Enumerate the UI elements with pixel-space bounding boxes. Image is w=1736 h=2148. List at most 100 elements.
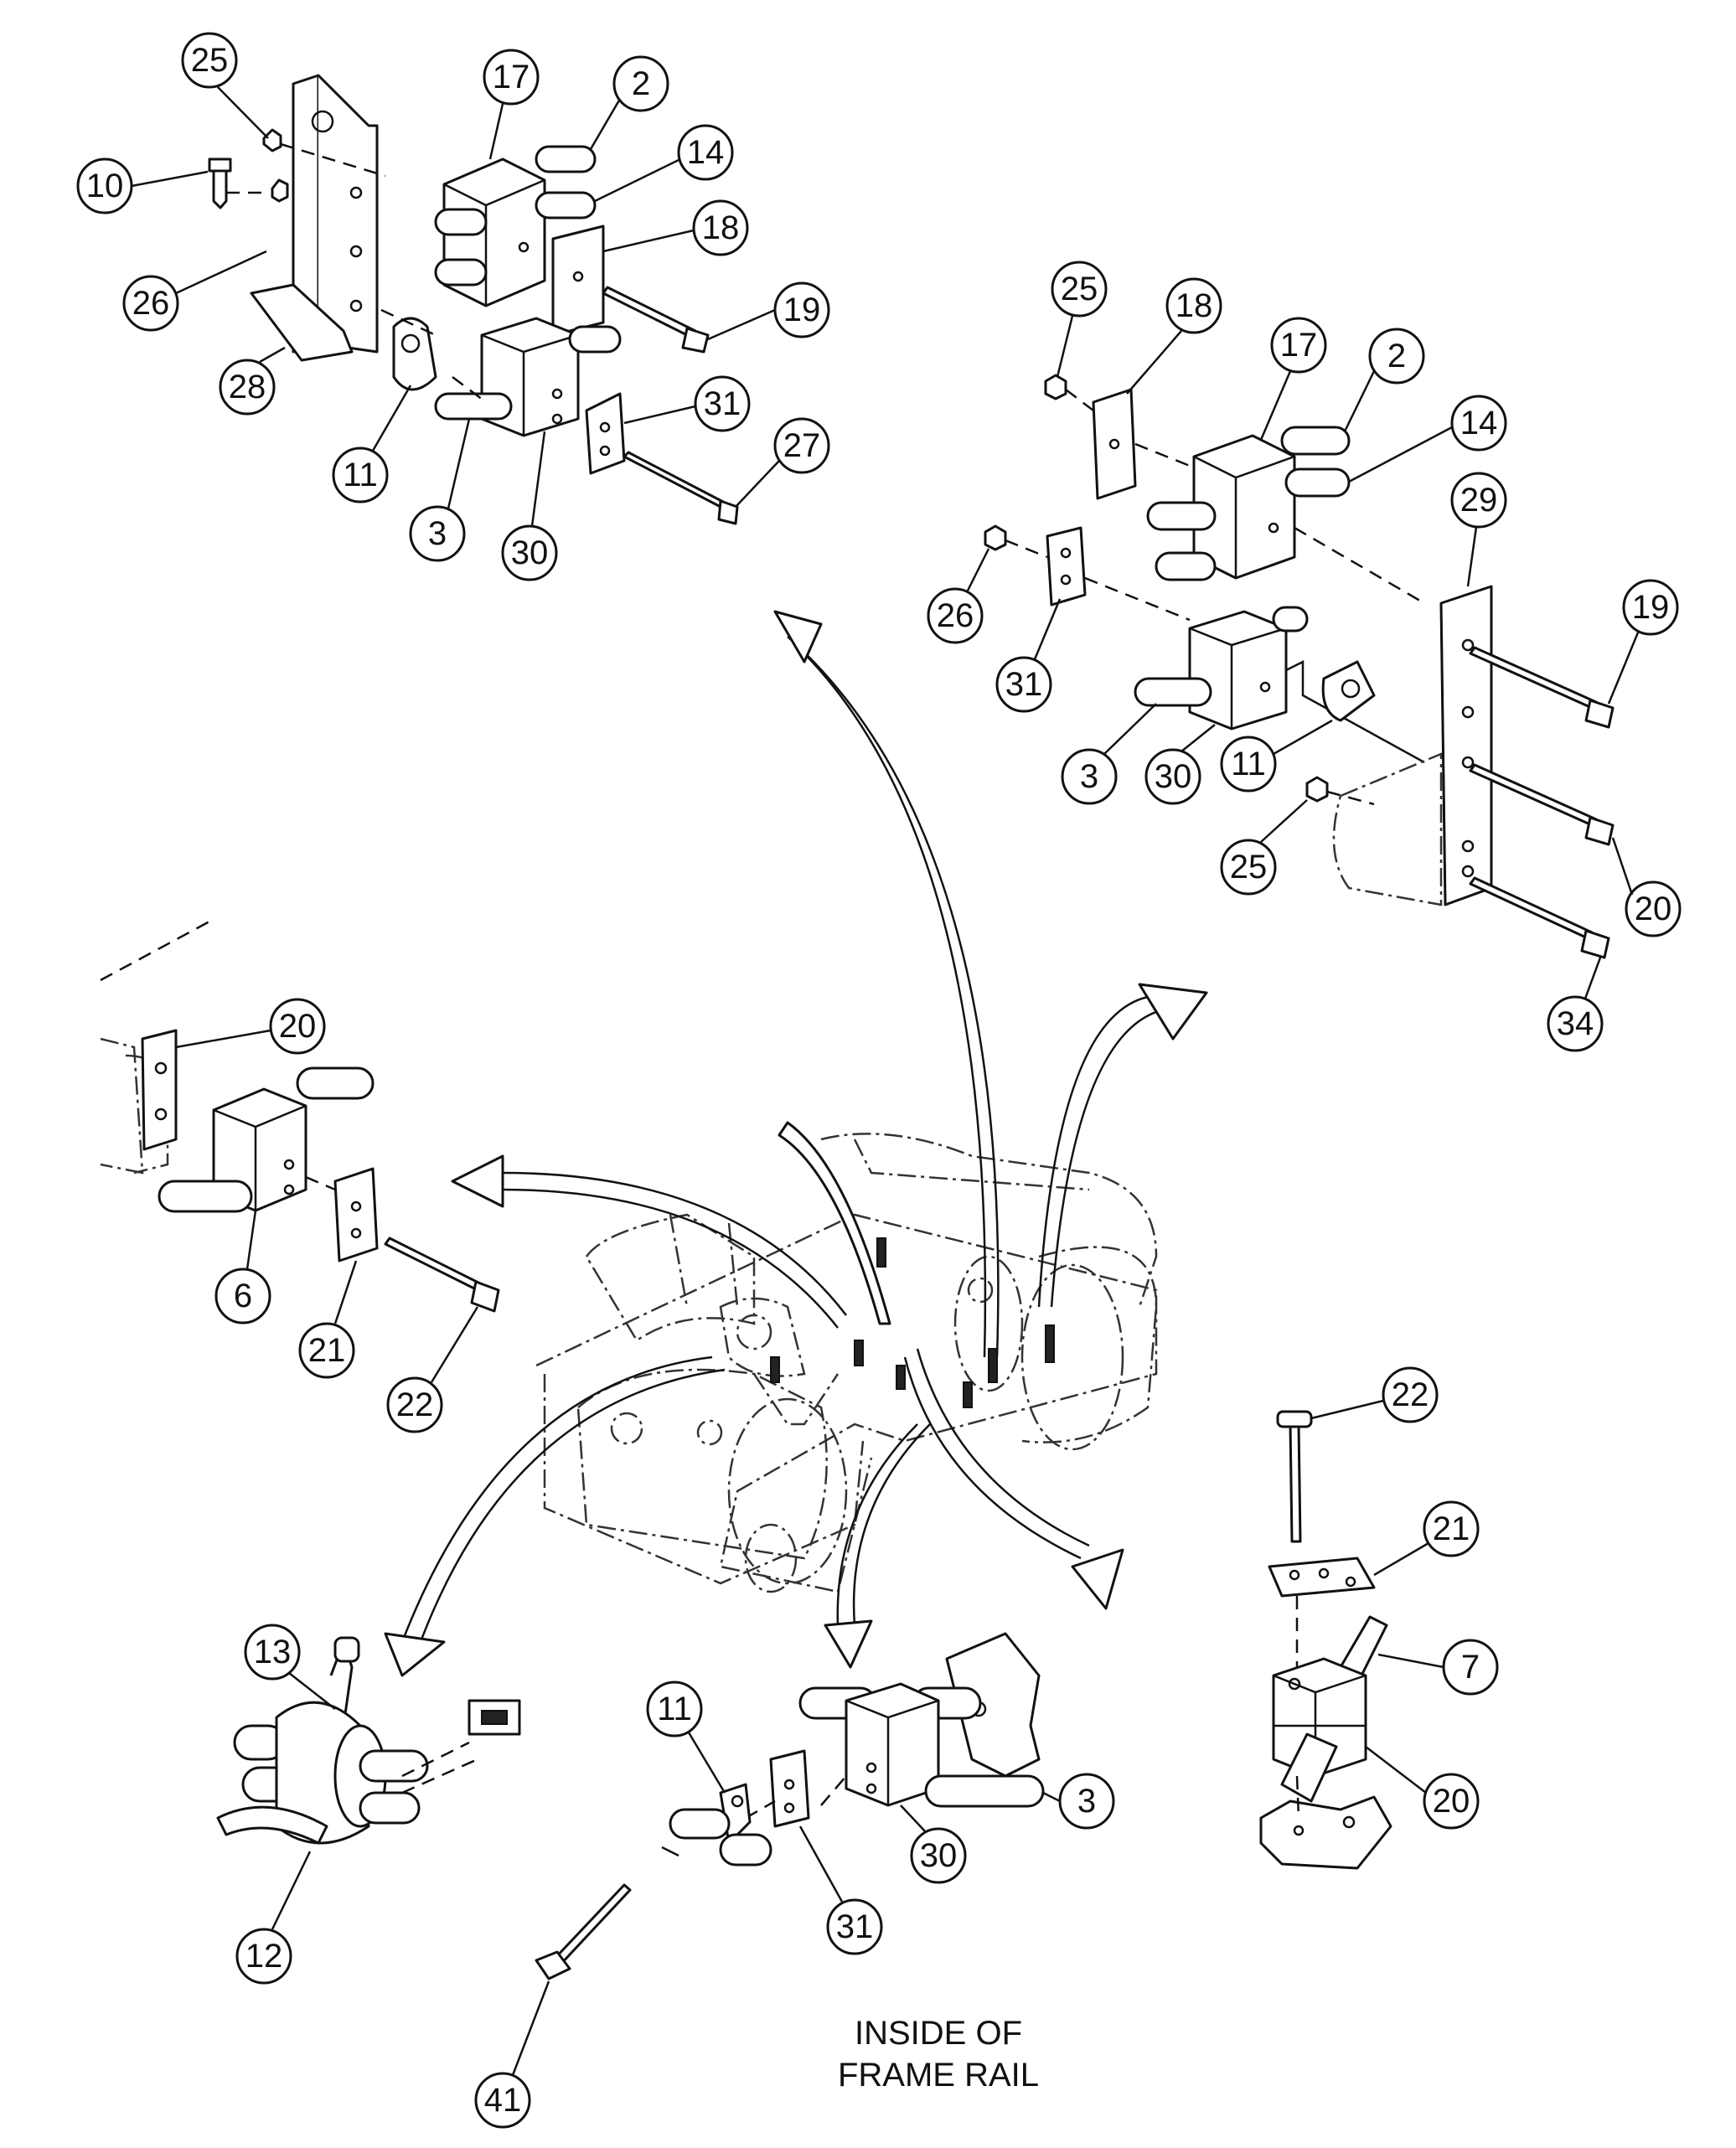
callout-21-ml: 21 — [298, 1322, 355, 1379]
plate-31 — [585, 392, 626, 475]
plate-31-r — [1046, 526, 1087, 607]
callout-14: 14 — [677, 124, 734, 181]
svg-text:27: 27 — [783, 427, 821, 464]
plate-20 — [141, 1029, 178, 1151]
svg-text:21: 21 — [1433, 1510, 1470, 1547]
clamp-11-r — [1321, 660, 1376, 722]
caption-line-2: FRAME RAIL — [838, 2057, 1039, 2094]
bolt-22-b — [1289, 1423, 1302, 1543]
svg-text:25: 25 — [1061, 271, 1098, 307]
callout-30-tr: 30 — [1144, 748, 1201, 805]
svg-text:34: 34 — [1557, 1005, 1594, 1042]
callouts-bottom-middle: 13 11 3 30 31 12 41 — [235, 1624, 1115, 2129]
svg-text:30: 30 — [1155, 758, 1192, 795]
svg-text:31: 31 — [1005, 666, 1043, 703]
callout-19-tr: 19 — [1622, 579, 1679, 636]
strap-29 — [1439, 585, 1493, 906]
svg-text:18: 18 — [1175, 287, 1213, 324]
svg-text:20: 20 — [1635, 891, 1672, 927]
callout-13: 13 — [244, 1624, 301, 1681]
callout-31-bm: 31 — [826, 1898, 883, 1955]
arrow-to-top-left — [778, 1121, 891, 1325]
svg-text:7: 7 — [1461, 1649, 1480, 1686]
bolt-27 — [623, 451, 726, 509]
bottom-middle-assembly — [535, 1632, 1045, 1980]
svg-text:11: 11 — [657, 1691, 692, 1727]
svg-text:3: 3 — [1077, 1783, 1096, 1820]
callout-2-tr: 2 — [1368, 328, 1425, 385]
top-right-assembly — [984, 374, 1615, 959]
callout-11-bm: 11 — [646, 1681, 703, 1738]
callouts-middle-left: 20 6 21 22 — [175, 998, 479, 1433]
svg-text:2: 2 — [632, 65, 650, 102]
svg-text:31: 31 — [836, 1908, 874, 1945]
svg-text:14: 14 — [687, 134, 725, 171]
callout-31: 31 — [694, 375, 751, 432]
clamp-11 — [392, 317, 437, 391]
callout-10: 10 — [76, 157, 133, 214]
callout-30-bm: 30 — [910, 1827, 967, 1884]
callout-17: 17 — [483, 49, 540, 106]
callout-20-ml: 20 — [269, 998, 326, 1055]
callout-14-tr: 14 — [1450, 395, 1507, 452]
svg-text:19: 19 — [783, 292, 821, 328]
callout-26-tr: 26 — [927, 587, 984, 644]
direction-arrows — [384, 610, 1208, 1677]
svg-text:29: 29 — [1460, 482, 1498, 519]
callout-6: 6 — [214, 1268, 271, 1324]
svg-text:19: 19 — [1632, 589, 1670, 626]
callout-25-tr-b: 25 — [1220, 839, 1277, 896]
callout-29: 29 — [1450, 472, 1507, 529]
svg-text:20: 20 — [279, 1008, 317, 1045]
svg-text:30: 30 — [920, 1837, 958, 1874]
svg-text:25: 25 — [191, 42, 229, 79]
svg-text:3: 3 — [1080, 758, 1098, 795]
bolt-22 — [384, 1237, 483, 1292]
block-30-b — [845, 1682, 940, 1807]
callouts-bottom-right: 22 21 7 20 — [1310, 1366, 1499, 1830]
callout-22-br: 22 — [1382, 1366, 1439, 1423]
bolt-41 — [551, 1883, 632, 1967]
callouts-top-left: 25 17 2 14 10 18 26 19 28 31 27 11 3 30 — [76, 32, 830, 581]
callout-17-tr: 17 — [1270, 317, 1327, 374]
svg-text:22: 22 — [1392, 1376, 1429, 1413]
bottom-left-assembly — [216, 1636, 521, 1845]
svg-text:20: 20 — [1433, 1783, 1470, 1820]
svg-text:17: 17 — [493, 59, 530, 96]
callout-7: 7 — [1442, 1639, 1499, 1696]
callout-28: 28 — [219, 359, 276, 416]
caption-line-1: INSIDE OF — [855, 2015, 1022, 2052]
cable-7 — [1339, 1615, 1388, 1677]
callout-20-tr: 20 — [1625, 880, 1682, 937]
plate-21 — [333, 1167, 379, 1262]
top-left-assembly — [208, 74, 739, 525]
middle-left-assembly — [100, 920, 500, 1313]
svg-text:3: 3 — [428, 515, 447, 552]
svg-text:11: 11 — [1231, 746, 1266, 782]
callouts-top-right: 25 18 17 2 14 29 26 19 31 3 30 11 25 20 … — [927, 261, 1682, 1052]
svg-text:17: 17 — [1280, 327, 1318, 364]
block-30-r — [1188, 610, 1288, 731]
caption: INSIDE OF FRAME RAIL — [838, 2015, 1039, 2094]
callout-12: 12 — [235, 1928, 292, 1985]
callout-3: 3 — [409, 505, 466, 562]
svg-text:14: 14 — [1460, 405, 1498, 441]
svg-text:10: 10 — [86, 168, 124, 204]
callout-3-tr: 3 — [1061, 748, 1118, 805]
callout-21-br: 21 — [1423, 1500, 1480, 1557]
svg-text:13: 13 — [254, 1634, 292, 1670]
frame-rail-panel — [945, 1632, 1041, 1778]
bolt-19 — [602, 286, 697, 337]
callout-30: 30 — [501, 524, 558, 581]
callout-27: 27 — [773, 417, 830, 474]
callout-22-ml: 22 — [386, 1376, 443, 1433]
svg-text:26: 26 — [132, 285, 170, 322]
callout-11: 11 — [332, 447, 389, 503]
callout-18: 18 — [692, 199, 749, 256]
svg-text:11: 11 — [343, 457, 378, 493]
callout-25: 25 — [181, 32, 238, 89]
svg-text:30: 30 — [511, 534, 549, 571]
callout-25-tr-a: 25 — [1051, 261, 1108, 318]
callout-2: 2 — [612, 55, 669, 112]
